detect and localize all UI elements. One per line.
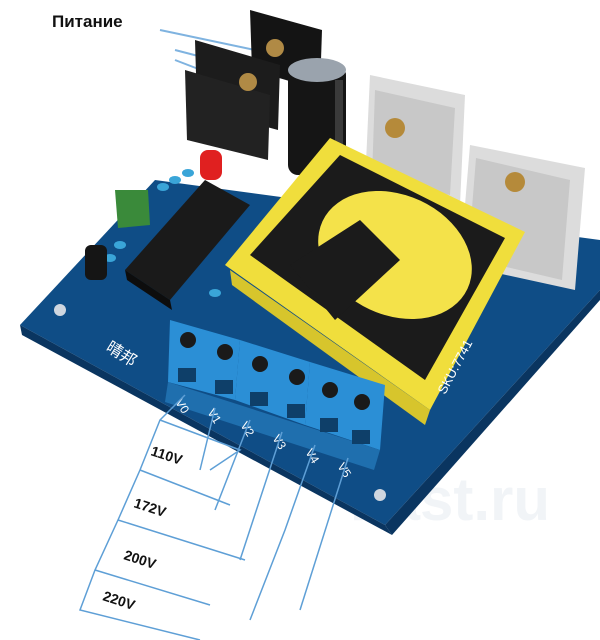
transformer: SKU:7741 [225,138,525,425]
terminal-label: V4 [302,446,322,466]
wiring-lines [79,394,349,640]
power-title: Питание [52,12,123,31]
mounting-hole [54,304,66,316]
mounting-hole [374,489,386,501]
red-led: LED [176,150,222,180]
led-label: LED [176,155,194,165]
voltage-label: 200V [122,547,159,573]
small-capacitor [85,245,107,280]
output-terminal-blocks [165,320,385,470]
ic-chip [125,180,250,310]
pcb-edge [20,325,392,535]
film-capacitor [115,190,150,228]
voltage-label: 172V [132,495,169,521]
voltage-label: 220V [101,588,138,614]
terminal-label: V2 [237,419,257,439]
terminal-label: V1 [204,406,224,426]
voltage-label: 110V [149,443,185,468]
terminal-label: V0 [172,396,192,416]
